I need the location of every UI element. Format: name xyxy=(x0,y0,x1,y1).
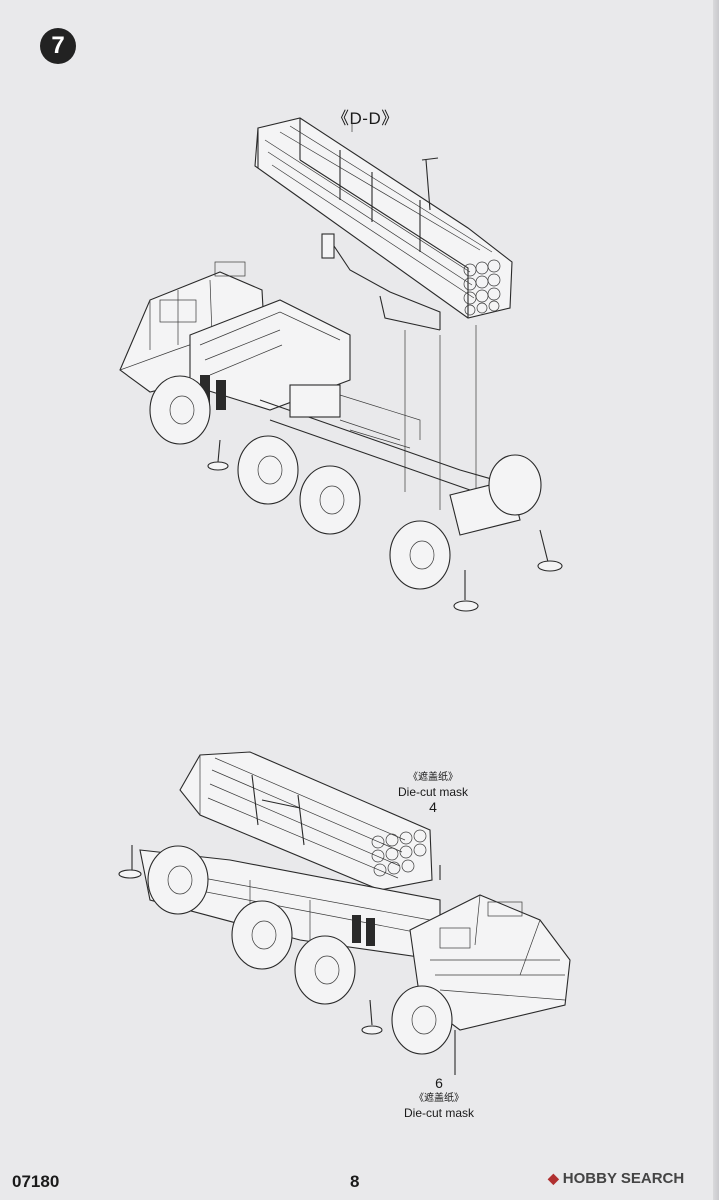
mask-bottom-chinese: 《遮盖纸》 xyxy=(414,1093,464,1104)
bottom-assembled-truck xyxy=(118,751,571,1075)
mask-callout-top: 《遮盖纸》 Die-cut mask 4 xyxy=(398,770,468,815)
mask-callout-bottom: 6 《遮盖纸》 Die-cut mask xyxy=(404,1076,474,1121)
bottom-truck-wheels xyxy=(147,845,453,1055)
page-edge xyxy=(713,0,719,1200)
section-label-dd: 《D-D》 xyxy=(332,109,399,128)
watermark: ◆ HOBBY SEARCH xyxy=(548,1170,684,1187)
top-truck-outriggers xyxy=(207,439,563,612)
step-number-badge: 7 xyxy=(40,28,76,64)
assembly-guide-lines xyxy=(351,120,477,510)
mask-top-english: Die-cut mask xyxy=(398,785,469,799)
bottom-launcher-tube-ends xyxy=(371,829,427,877)
mask-top-part-number: 4 xyxy=(429,799,437,815)
top-truck-wheels xyxy=(149,375,542,590)
product-code: 07180 xyxy=(12,1172,60,1191)
mask-bottom-english: Die-cut mask xyxy=(404,1106,475,1120)
step-number: 7 xyxy=(51,32,65,59)
page-number: 8 xyxy=(350,1172,360,1191)
mask-top-chinese: 《遮盖纸》 xyxy=(408,772,458,783)
top-launcher-pod-exploded xyxy=(254,117,513,331)
launcher-tube-ends xyxy=(463,259,501,316)
watermark-text: HOBBY SEARCH xyxy=(562,1170,685,1187)
bottom-truck-outriggers xyxy=(118,845,383,1035)
mask-bottom-part-number: 6 xyxy=(435,1075,443,1091)
hobby-search-logo-icon: ◆ xyxy=(548,1170,559,1186)
top-truck-chassis xyxy=(119,261,563,612)
